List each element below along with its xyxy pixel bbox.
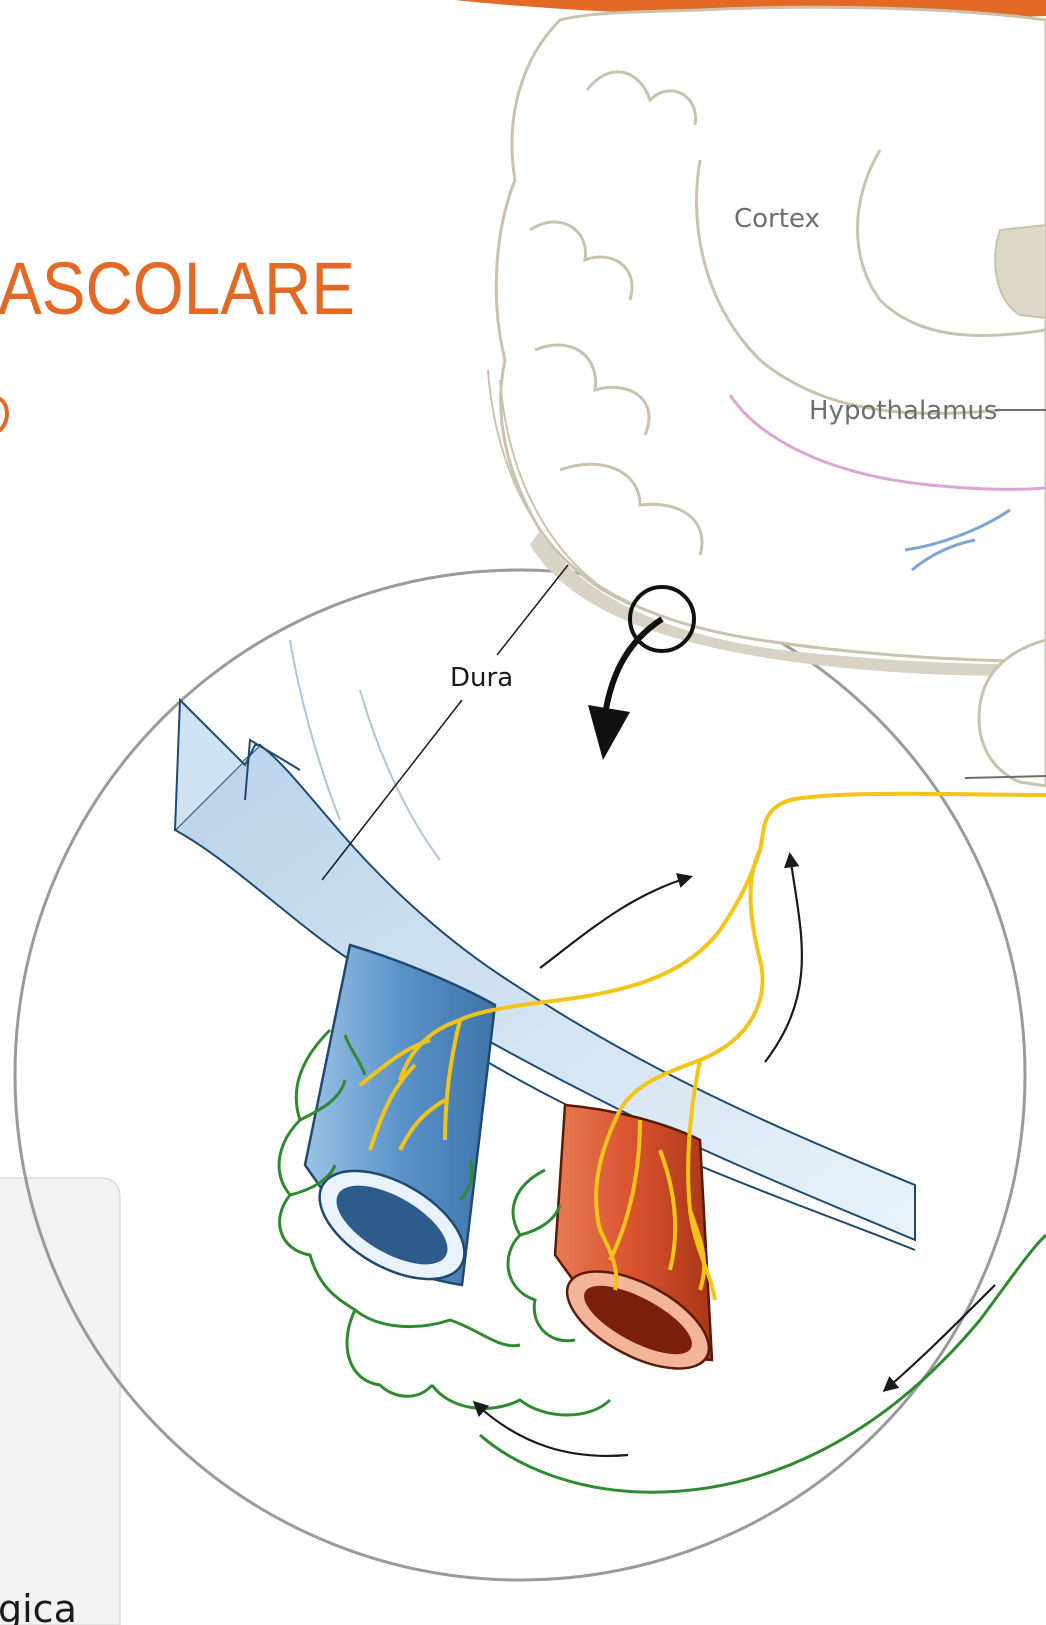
flow-arrow-1 bbox=[540, 877, 690, 968]
flow-arrow-3 bbox=[885, 1285, 995, 1390]
label-dura: Dura bbox=[450, 663, 513, 693]
magnifier-circle bbox=[15, 570, 1025, 1580]
caption-fragment: gica bbox=[0, 1587, 77, 1625]
section-title: ASCOLARE bbox=[0, 247, 355, 330]
label-hypothalamus: Hypothalamus bbox=[809, 396, 997, 426]
info-card bbox=[0, 1178, 120, 1625]
subtitle-fragment-glyph bbox=[0, 398, 7, 434]
dura-sheet bbox=[175, 640, 915, 1250]
vein bbox=[302, 945, 495, 1301]
flow-arrow-2 bbox=[765, 855, 802, 1062]
dura-leader-line-bottom bbox=[322, 700, 462, 880]
label-cortex: Cortex bbox=[734, 204, 820, 234]
dura-leader-line-top bbox=[497, 565, 568, 655]
